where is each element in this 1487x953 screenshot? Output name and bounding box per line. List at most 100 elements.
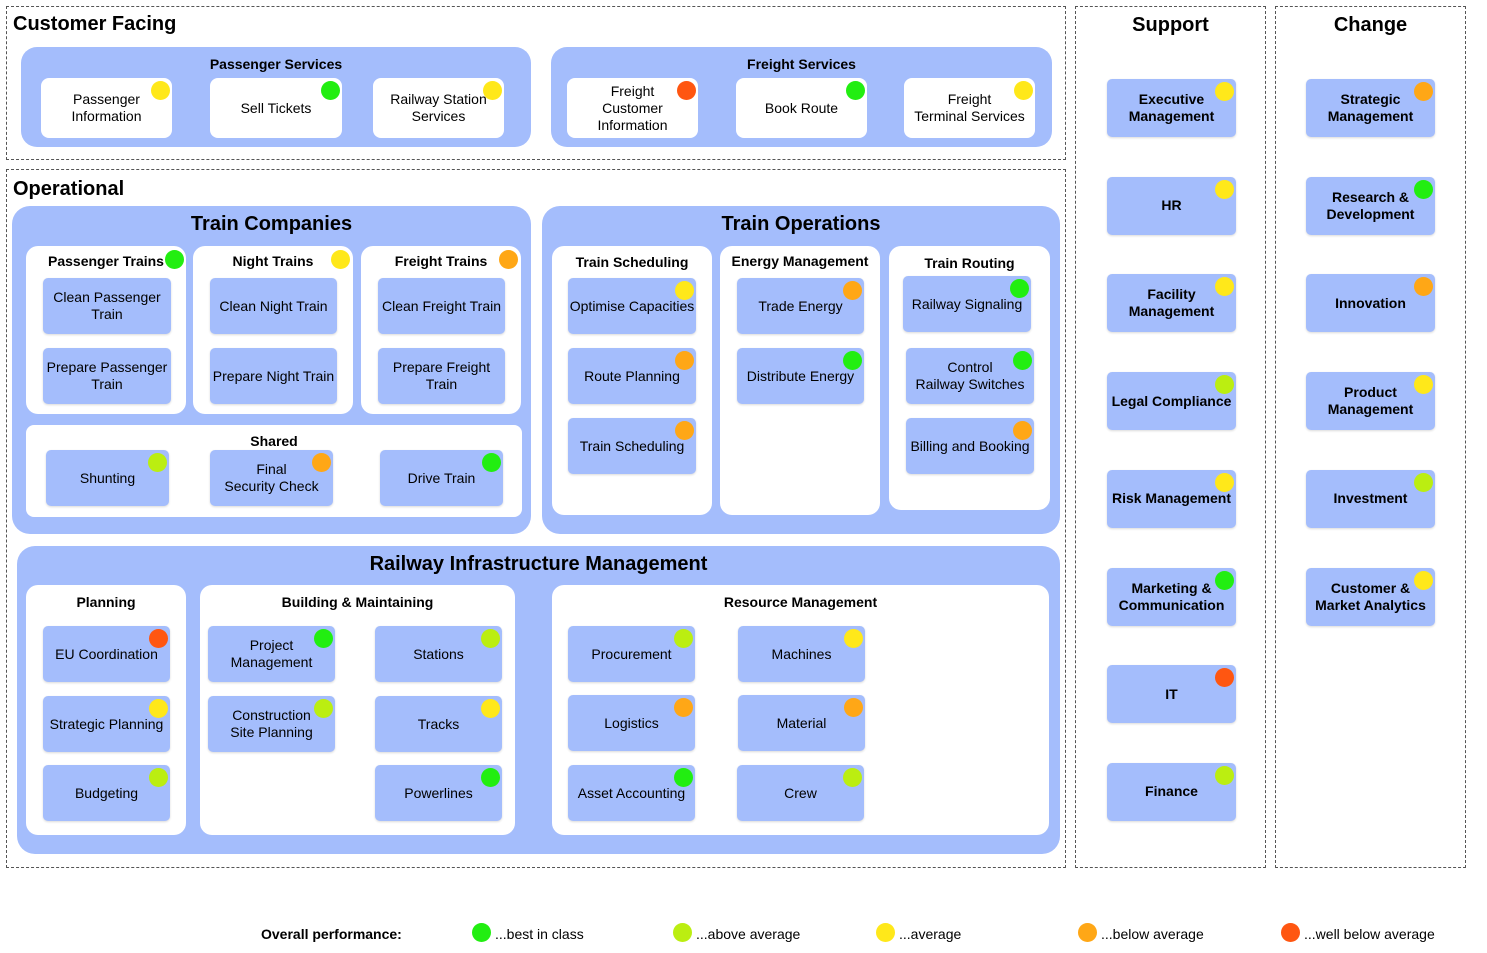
- legend-dot-above: [673, 923, 692, 942]
- capability-label: Clean Passenger Train: [53, 289, 161, 322]
- capability-route-planning[interactable]: Route Planning: [568, 348, 696, 404]
- capability-procurement[interactable]: Procurement: [568, 626, 695, 682]
- capability-label: Finance: [1145, 783, 1198, 800]
- energy-management-title: Energy Management: [731, 253, 869, 269]
- capability-label: Budgeting: [74, 784, 139, 801]
- status-dot-average: [483, 81, 502, 100]
- capability-trade-energy[interactable]: Trade Energy: [737, 278, 864, 334]
- capability-label: Executive Management: [1128, 91, 1215, 124]
- capability-label: Train Scheduling: [579, 437, 685, 454]
- status-dot-average: [1215, 179, 1234, 199]
- status-dot-average: [1014, 81, 1033, 100]
- capability-label: Customer & Market Analytics: [1315, 579, 1426, 613]
- capability-train-scheduling[interactable]: Train Scheduling: [568, 418, 696, 474]
- capability-logistics[interactable]: Logistics: [568, 695, 695, 751]
- capability-clean-passenger-train[interactable]: Clean Passenger Train: [43, 278, 171, 334]
- capability-asset-accounting[interactable]: Asset Accounting: [568, 765, 695, 821]
- night-trains-status-dot: [331, 250, 350, 269]
- capability-strategic-planning[interactable]: Strategic Planning: [43, 696, 170, 752]
- capability-material[interactable]: Material: [738, 695, 865, 751]
- status-dot-best: [321, 81, 340, 100]
- capability-label: Distribute Energy: [746, 367, 855, 384]
- capability-stations[interactable]: Stations: [375, 626, 502, 682]
- status-dot-best: [481, 768, 500, 787]
- capability-freight-customer-information[interactable]: Freight Customer Information: [567, 78, 698, 138]
- status-dot-average: [151, 81, 170, 100]
- customer-facing-section: [6, 6, 1066, 160]
- capability-label: HR: [1161, 197, 1182, 214]
- status-dot-below: [1414, 277, 1433, 297]
- status-dot-average: [149, 699, 168, 718]
- capability-freight-terminal-services[interactable]: Freight Terminal Services: [904, 78, 1035, 138]
- capability-hr[interactable]: HR: [1107, 176, 1236, 235]
- capability-label: Procurement: [591, 645, 672, 662]
- capability-passenger-information[interactable]: Passenger Information: [41, 78, 172, 138]
- capability-innovation[interactable]: Innovation: [1306, 274, 1435, 333]
- capability-label: Project Management: [230, 637, 313, 670]
- capability-risk-management[interactable]: Risk Management: [1107, 469, 1236, 528]
- capability-label: Drive Train: [407, 469, 476, 486]
- capability-finance[interactable]: Finance: [1107, 762, 1236, 821]
- capability-label: Clean Night Train: [219, 297, 328, 314]
- capability-clean-night-train[interactable]: Clean Night Train: [210, 278, 337, 334]
- capability-crew[interactable]: Crew: [737, 765, 864, 821]
- capability-research-development[interactable]: Research & Development: [1306, 176, 1435, 235]
- capability-powerlines[interactable]: Powerlines: [375, 765, 502, 821]
- capability-label: Research & Development: [1326, 188, 1415, 222]
- legend-title: Overall performance:: [261, 926, 402, 942]
- support-section: [1075, 6, 1266, 868]
- capability-label: Marketing & Communication: [1118, 579, 1225, 613]
- customer-facing-title: Customer Facing: [13, 13, 177, 35]
- change-section: [1275, 6, 1466, 868]
- capability-label: Final Security Check: [224, 461, 319, 494]
- capability-prepare-freight-train[interactable]: Prepare Freight Train: [378, 348, 505, 404]
- capability-product-management[interactable]: Product Management: [1306, 372, 1435, 431]
- capability-label: Asset Accounting: [577, 784, 686, 801]
- capability-label: Sell Tickets: [240, 99, 312, 116]
- night-trains-title: Night Trains: [232, 253, 314, 269]
- capability-project-management[interactable]: Project Management: [208, 626, 335, 682]
- capability-machines[interactable]: Machines: [738, 626, 865, 682]
- capability-book-route[interactable]: Book Route: [736, 78, 867, 138]
- status-dot-average: [1414, 570, 1433, 590]
- capability-it[interactable]: IT: [1107, 665, 1236, 724]
- capability-sell-tickets[interactable]: Sell Tickets: [210, 78, 342, 138]
- capability-label: Optimise Capacities: [569, 297, 695, 314]
- capability-control-railway-switches[interactable]: Control Railway Switches: [906, 348, 1034, 404]
- status-dot-above: [314, 699, 333, 718]
- capability-label: Material: [776, 714, 827, 731]
- capability-customer-market-analytics[interactable]: Customer & Market Analytics: [1306, 567, 1435, 626]
- capability-construction-site-planning[interactable]: Construction Site Planning: [208, 696, 335, 752]
- capability-marketing-communication[interactable]: Marketing & Communication: [1107, 567, 1236, 626]
- capability-strategic-management[interactable]: Strategic Management: [1306, 79, 1435, 137]
- capability-optimise-capacities[interactable]: Optimise Capacities: [568, 278, 696, 334]
- capability-label: Freight Terminal Services: [914, 91, 1025, 124]
- status-dot-average: [1215, 82, 1234, 101]
- status-dot-above: [148, 453, 167, 472]
- capability-railway-signaling[interactable]: Railway Signaling: [903, 276, 1031, 332]
- capability-tracks[interactable]: Tracks: [375, 696, 502, 752]
- capability-distribute-energy[interactable]: Distribute Energy: [737, 348, 864, 404]
- capability-railway-station-services[interactable]: Railway Station Services: [373, 78, 504, 138]
- status-dot-below: [312, 453, 331, 472]
- status-dot-average: [1215, 472, 1234, 492]
- passenger-services-title: Passenger Services: [209, 56, 343, 72]
- shared-title: Shared: [250, 433, 298, 449]
- capability-billing-and-booking[interactable]: Billing and Booking: [906, 418, 1034, 474]
- capability-facility-management[interactable]: Facility Management: [1107, 274, 1236, 333]
- capability-label: Facility Management: [1128, 286, 1215, 320]
- status-dot-well-below: [677, 81, 696, 100]
- capability-prepare-passenger-train[interactable]: Prepare Passenger Train: [43, 348, 171, 404]
- legend-dot-well-below: [1281, 923, 1300, 942]
- capability-label: Control Railway Switches: [915, 359, 1025, 392]
- capability-prepare-night-train[interactable]: Prepare Night Train: [210, 348, 337, 404]
- capability-budgeting[interactable]: Budgeting: [43, 765, 170, 821]
- capability-clean-freight-train[interactable]: Clean Freight Train: [378, 278, 505, 334]
- capability-label: Book Route: [764, 99, 839, 116]
- capability-eu-coordination[interactable]: EU Coordination: [43, 626, 170, 682]
- capability-investment[interactable]: Investment: [1306, 469, 1435, 528]
- capability-executive-management[interactable]: Executive Management: [1107, 79, 1236, 137]
- passenger-trains-title: Passenger Trains: [48, 253, 164, 269]
- capability-legal-compliance[interactable]: Legal Compliance: [1107, 372, 1236, 431]
- status-dot-best: [314, 629, 333, 648]
